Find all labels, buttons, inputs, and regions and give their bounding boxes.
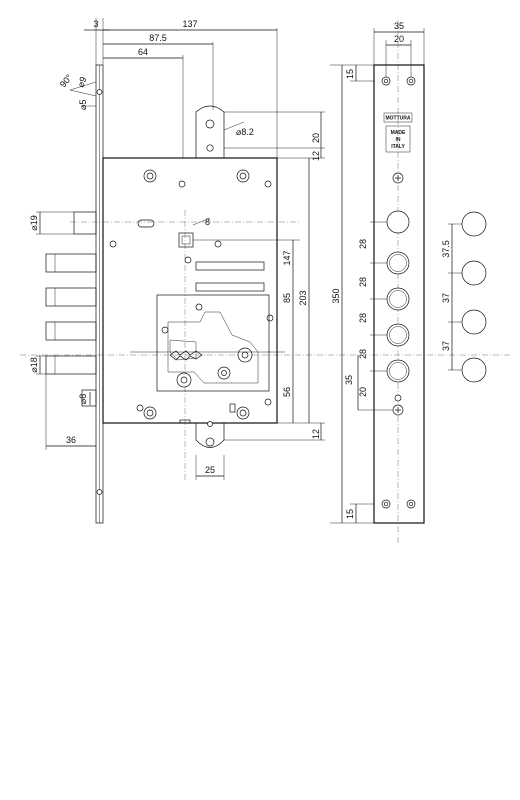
dim-dia-8-left: ⌀8	[78, 394, 88, 404]
dim-dia-9: ⌀9	[75, 75, 88, 88]
dim-12-bottom: 12	[311, 429, 321, 439]
dim-20-plate: 20	[394, 34, 404, 44]
dim-147: 147	[282, 250, 292, 265]
dim-angle-90: 90°	[58, 72, 75, 89]
made-in-line2: IN	[396, 137, 401, 143]
dim-12-top: 12	[311, 151, 321, 161]
dim-37-a: 37	[441, 293, 451, 303]
deadbolts-side	[45, 211, 97, 407]
dim-dia-18: ⌀18	[29, 357, 39, 372]
dim-15-bottom: 15	[345, 509, 355, 519]
dim-56: 56	[282, 387, 292, 397]
center-lines	[20, 20, 510, 545]
dim-28-a: 28	[358, 239, 368, 249]
dim-dia-5: ⌀5	[78, 100, 88, 110]
dim-25: 25	[205, 465, 215, 475]
dim-85: 85	[282, 293, 292, 303]
dim-28-d: 28	[358, 349, 368, 359]
dim-28-b: 28	[358, 277, 368, 287]
dim-350: 350	[331, 288, 341, 303]
dim-37-b: 37	[441, 341, 451, 351]
dim-36: 36	[66, 435, 76, 445]
made-in-line1: MADE	[391, 130, 406, 136]
dim-35-top: 35	[394, 21, 404, 31]
dim-15-top: 15	[345, 69, 355, 79]
dimension-labels: 3 137 87.5 64 90° ⌀9 ⌀5 ⌀8.2 20 12 8 ⌀19…	[29, 19, 451, 519]
made-in-line3: ITALY	[391, 144, 405, 150]
brand-label-box	[383, 112, 413, 123]
dim-137: 137	[182, 19, 197, 29]
dim-37-5: 37.5	[441, 240, 451, 258]
made-in-label-box	[385, 125, 411, 153]
dim-square-8: 8	[205, 217, 210, 227]
dim-dia-8-2: ⌀8.2	[236, 127, 254, 137]
dim-64: 64	[138, 47, 148, 57]
dim-28-c: 28	[358, 313, 368, 323]
dim-dia-19: ⌀19	[29, 215, 39, 230]
brand-label: MOTTURA	[386, 116, 411, 122]
dim-35-side: 35	[344, 375, 354, 385]
dim-20-side: 20	[358, 387, 368, 397]
bolt-heads-far-right	[461, 211, 487, 383]
dim-87-5: 87.5	[149, 33, 167, 43]
faceplate-front: MOTTURA MADE IN ITALY	[373, 64, 425, 524]
faceplate-side	[95, 64, 104, 524]
dim-3: 3	[93, 19, 98, 29]
dim-20-top: 20	[311, 133, 321, 143]
lock-case	[102, 105, 285, 448]
faceplate-side-holes	[96, 89, 103, 495]
dimension-lines	[36, 18, 462, 524]
dim-203: 203	[298, 290, 308, 305]
